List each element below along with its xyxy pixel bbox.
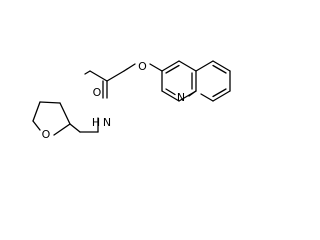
bond bbox=[32, 101, 41, 122]
quinoline-nitrogen-label: N bbox=[177, 91, 185, 104]
amide-oxygen-label: O bbox=[93, 86, 102, 99]
bond bbox=[161, 90, 180, 102]
bond bbox=[69, 123, 81, 133]
quinoline-pyridine-ring bbox=[188, 60, 231, 102]
bond bbox=[188, 90, 197, 97]
ether-oxygen-label: O bbox=[138, 60, 147, 73]
amide-nitrogen-label: N bbox=[103, 116, 111, 129]
methylene-bridge bbox=[69, 117, 99, 133]
double-bond-line bbox=[212, 88, 227, 98]
bond bbox=[84, 70, 91, 75]
bond bbox=[123, 63, 136, 72]
structure-canvas: O O N H N O bbox=[32, 60, 231, 141]
bond bbox=[195, 60, 214, 72]
ether-linkage bbox=[123, 63, 163, 72]
bond bbox=[89, 70, 108, 82]
amide-group bbox=[84, 70, 125, 99]
bond bbox=[32, 120, 41, 131]
bond bbox=[212, 60, 231, 72]
double-bond-line bbox=[165, 88, 176, 96]
ring-oxygen-label: O bbox=[42, 128, 51, 141]
bond bbox=[106, 70, 125, 82]
bond bbox=[39, 101, 61, 104]
bond bbox=[149, 63, 163, 72]
tetrahydrofuran-ring bbox=[32, 101, 71, 136]
bond bbox=[161, 60, 180, 72]
double-bond-line bbox=[212, 64, 227, 74]
amide-hydrogen-label: H bbox=[92, 116, 100, 129]
bond bbox=[200, 93, 214, 102]
bond bbox=[59, 102, 71, 125]
bond bbox=[178, 60, 197, 72]
chemical-structure: O O N H N O bbox=[32, 60, 231, 141]
bond bbox=[212, 90, 231, 102]
bond bbox=[53, 123, 71, 136]
double-bond-line bbox=[165, 64, 180, 74]
